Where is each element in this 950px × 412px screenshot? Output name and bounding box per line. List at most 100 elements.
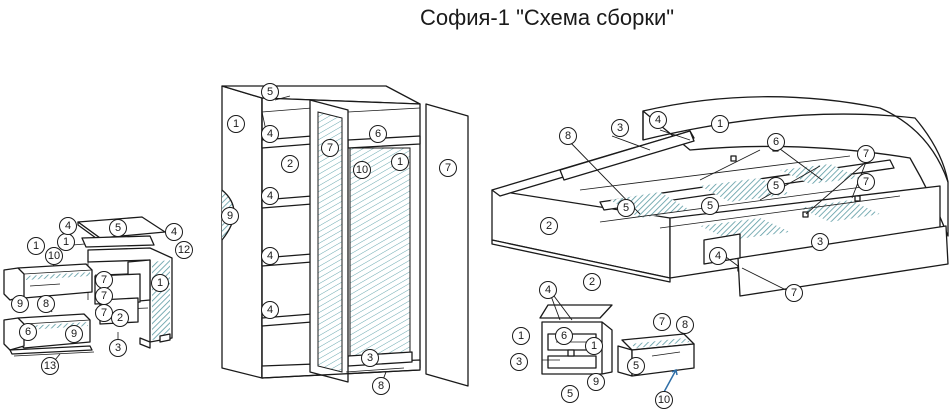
callout-bed-13: 3: [811, 233, 829, 251]
callout-nightstand-8: 5: [561, 385, 579, 403]
callout-circle: [676, 316, 694, 334]
callout-drawer-1: 7: [653, 313, 671, 331]
callout-wardrobe-13: 4: [261, 301, 279, 319]
callout-circle: [617, 199, 635, 217]
callout-circle: [857, 145, 875, 163]
callout-number: 7: [863, 176, 869, 188]
callout-circle: [165, 223, 183, 241]
callout-bed-10: 5: [617, 199, 635, 217]
callout-circle: [65, 325, 83, 343]
callout-dresser-8: 12: [175, 241, 193, 259]
callout-number: 8: [378, 380, 384, 392]
callout-circle: [369, 125, 387, 143]
callout-circle: [512, 327, 530, 345]
callout-bed-12: 4: [709, 247, 727, 265]
callout-dresser-6: 5: [109, 219, 127, 237]
callout-circle: [587, 373, 605, 391]
callout-circle: [109, 219, 127, 237]
callout-number: 1: [157, 277, 163, 289]
callout-circle: [19, 323, 37, 341]
callout-dresser-4: 7: [95, 271, 113, 289]
callout-bed-4: 8: [559, 127, 577, 145]
drawer-drawing: [617, 333, 695, 377]
callout-number: 5: [567, 388, 573, 400]
callout-circle: [711, 115, 729, 133]
callout-number: 2: [287, 158, 293, 170]
callout-number: 10: [356, 164, 368, 176]
callout-bed-7: 5: [767, 177, 785, 195]
callout-number: 2: [117, 312, 123, 324]
callout-nightstand-4: 6: [555, 327, 573, 345]
callout-number: 7: [791, 287, 797, 299]
callout-number: 4: [267, 128, 273, 140]
callout-number: 4: [267, 190, 273, 202]
callout-circle: [561, 385, 579, 403]
callout-number: 7: [101, 274, 107, 286]
callout-dresser-12: 2: [111, 309, 129, 327]
callout-bed-3: 1: [711, 115, 729, 133]
callout-circle: [559, 127, 577, 145]
callout-number: 10: [48, 250, 60, 262]
callout-number: 4: [65, 220, 71, 232]
callout-circle: [655, 391, 673, 409]
callout-circle: [261, 247, 279, 265]
callout-number: 5: [707, 200, 713, 212]
callout-bed-2: 4: [649, 111, 667, 129]
callout-number: 7: [101, 307, 107, 319]
callout-circle: [510, 353, 528, 371]
callout-nightstand-1: 2: [583, 273, 601, 291]
callout-wardrobe-4: 6: [369, 125, 387, 143]
callout-dresser-1: 1: [27, 237, 45, 255]
callout-number: 4: [267, 250, 273, 262]
callout-number: 9: [593, 376, 599, 388]
callout-circle: [361, 349, 379, 367]
callout-dresser-14: 9: [11, 295, 29, 313]
callout-wardrobe-14: 3: [361, 349, 379, 367]
callout-number: 4: [545, 284, 551, 296]
callout-wardrobe-15: 8: [372, 377, 390, 395]
callout-number: 8: [682, 319, 688, 331]
callout-dresser-16: 9: [65, 325, 83, 343]
callout-number: 12: [178, 244, 190, 256]
callout-circle: [261, 301, 279, 319]
callout-number: 9: [227, 210, 233, 222]
callout-number: 8: [43, 298, 49, 310]
callout-nightstand-3: 1: [512, 327, 530, 345]
callout-bed-9: 2: [540, 217, 558, 235]
callout-number: 13: [44, 360, 56, 372]
nightstand-drawing: [539, 304, 613, 375]
callout-number: 5: [633, 360, 639, 372]
callout-number: 1: [397, 156, 403, 168]
callout-number: 1: [33, 240, 39, 252]
callout-circle: [649, 111, 667, 129]
callout-circle: [261, 125, 279, 143]
callout-dresser-17: 6: [19, 323, 37, 341]
callout-dresser-2: 1: [57, 233, 75, 251]
callout-number: 4: [655, 114, 661, 126]
callout-number: 6: [561, 330, 567, 342]
callout-number: 5: [623, 202, 629, 214]
callout-drawer-2: 8: [676, 316, 694, 334]
callout-number: 5: [773, 180, 779, 192]
callout-dresser-9: 1: [151, 274, 169, 292]
callout-circle: [555, 327, 573, 345]
callout-circle: [261, 83, 279, 101]
callout-circle: [439, 159, 457, 177]
callout-number: 4: [715, 250, 721, 262]
callout-dresser-15: 8: [37, 295, 55, 313]
callout-circle: [785, 284, 803, 302]
callout-number: 9: [17, 298, 23, 310]
callout-circle: [41, 357, 59, 375]
callout-drawer-4: 10: [655, 391, 673, 409]
callout-number: 1: [717, 118, 723, 130]
callout-dresser-3: 10: [45, 247, 63, 265]
callout-number: 7: [101, 290, 107, 302]
callout-number: 4: [267, 304, 273, 316]
callout-circle: [281, 155, 299, 173]
callout-circle: [111, 309, 129, 327]
callout-dresser-11: 7: [95, 304, 113, 322]
callout-circle: [709, 247, 727, 265]
callout-wardrobe-8: 7: [439, 159, 457, 177]
